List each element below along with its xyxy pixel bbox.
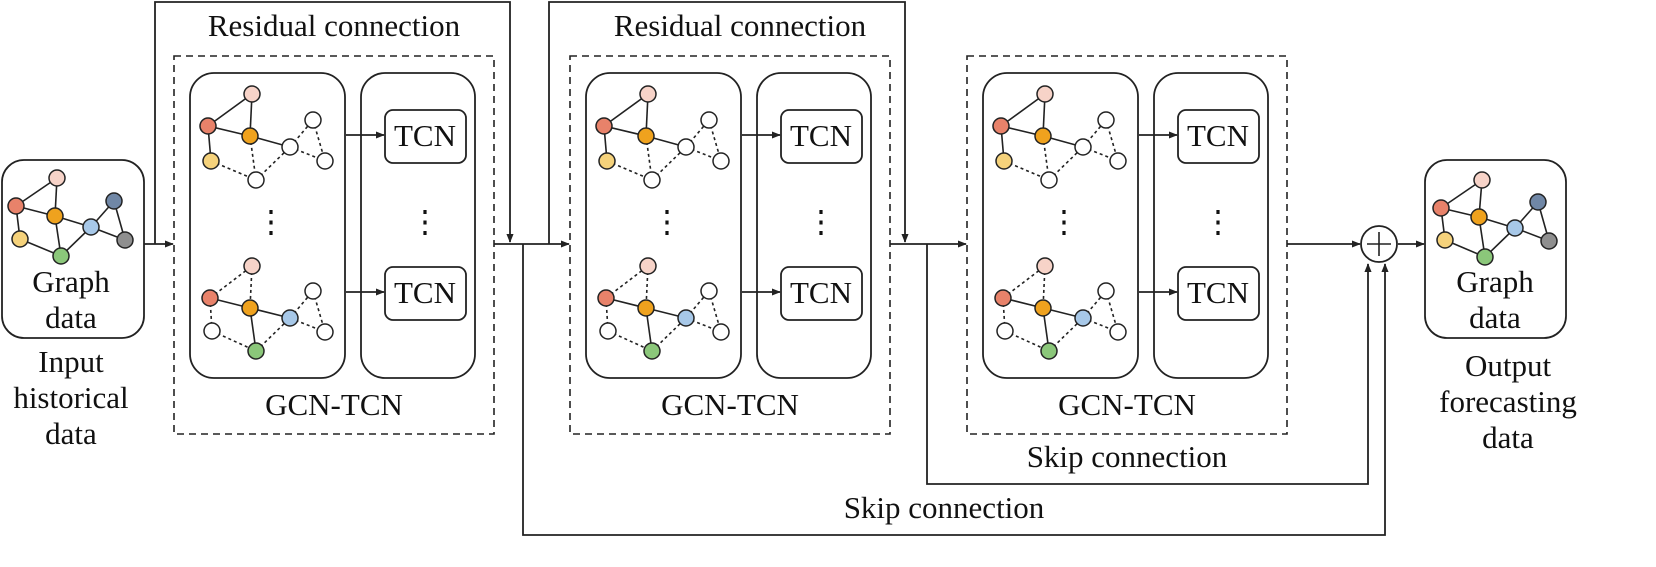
tcn-ellipsis: ⋮ <box>410 204 441 239</box>
output-box-label-line2: data <box>1469 300 1521 335</box>
tcn-box-bottom <box>780 266 863 321</box>
gcn-ellipsis: ⋮ <box>652 204 683 239</box>
gcn-tcn-label: GCN-TCN <box>265 387 403 422</box>
tcn-box-bottom-label: TCN <box>394 275 456 310</box>
input-box-label-line1: Graph <box>32 264 110 299</box>
gcn-ellipsis: ⋮ <box>256 204 287 239</box>
gcn-tcn-label: GCN-TCN <box>661 387 799 422</box>
gcn-panel <box>982 72 1139 379</box>
gcn-tcn-dashed-frame <box>966 55 1288 435</box>
skip-connection-inner-path <box>926 244 1372 485</box>
input-caption-line2: historical <box>13 380 128 415</box>
tcn-box-bottom-label: TCN <box>790 275 852 310</box>
tcn-box-bottom-label: TCN <box>1187 275 1249 310</box>
tcn-ellipsis: ⋮ <box>806 204 837 239</box>
output-caption-line3: data <box>1482 420 1534 455</box>
output-graph-icon <box>1432 171 1558 266</box>
gcn-tcn-block-2: ⋮ ⋮ TCN TCN GCN-TCN <box>569 55 891 435</box>
gcn-tcn-dashed-frame <box>569 55 891 435</box>
gcn-tcn-block-1: ⋮ ⋮ TCN TCN GCN-TCN <box>173 55 495 435</box>
input-graph-icon <box>7 169 134 265</box>
tcn-box-top <box>780 109 863 164</box>
tcn-box-bottom <box>384 266 467 321</box>
gcn-graph-icon-top <box>199 85 334 189</box>
residual-connection-2-path <box>548 1 909 244</box>
tcn-box-top-label: TCN <box>790 118 852 153</box>
input-caption-line3: data <box>45 416 97 451</box>
output-caption-line2: forecasting <box>1439 384 1577 419</box>
input-caption-line1: Input <box>38 344 104 379</box>
gcn-graph-icon-bottom <box>994 257 1127 360</box>
output-caption-line1: Output <box>1465 348 1552 383</box>
residual-connection-1-path <box>154 1 514 244</box>
gcn-panel <box>189 72 346 379</box>
tcn-box-top <box>1177 109 1260 164</box>
gcn-tcn-dashed-frame <box>173 55 495 435</box>
gcn-graph-icon-top <box>992 85 1127 189</box>
tcn-box-top-label: TCN <box>394 118 456 153</box>
residual-connection-2-label: Residual connection <box>614 8 867 43</box>
skip-connection-outer-path <box>522 244 1389 536</box>
gcn-ellipsis: ⋮ <box>1049 204 1080 239</box>
skip-connection-inner-label: Skip connection <box>1027 439 1228 474</box>
gcn-tcn-block-3: ⋮ ⋮ TCN TCN GCN-TCN <box>966 55 1288 435</box>
tcn-box-top <box>384 109 467 164</box>
gcn-tcn-label: GCN-TCN <box>1058 387 1196 422</box>
residual-connection-1-label: Residual connection <box>208 8 461 43</box>
gcn-graph-icon-bottom <box>597 257 730 360</box>
gcn-graph-icon-bottom <box>201 257 334 360</box>
input-box-label-line2: data <box>45 300 97 335</box>
tcn-box-top-label: TCN <box>1187 118 1249 153</box>
tcn-ellipsis: ⋮ <box>1203 204 1234 239</box>
sum-node <box>1360 225 1398 263</box>
tcn-box-bottom <box>1177 266 1260 321</box>
gcn-graph-icon-top <box>595 85 730 189</box>
gcn-panel <box>585 72 742 379</box>
skip-connection-outer-label: Skip connection <box>844 490 1045 525</box>
output-box-label-line1: Graph <box>1456 264 1534 299</box>
